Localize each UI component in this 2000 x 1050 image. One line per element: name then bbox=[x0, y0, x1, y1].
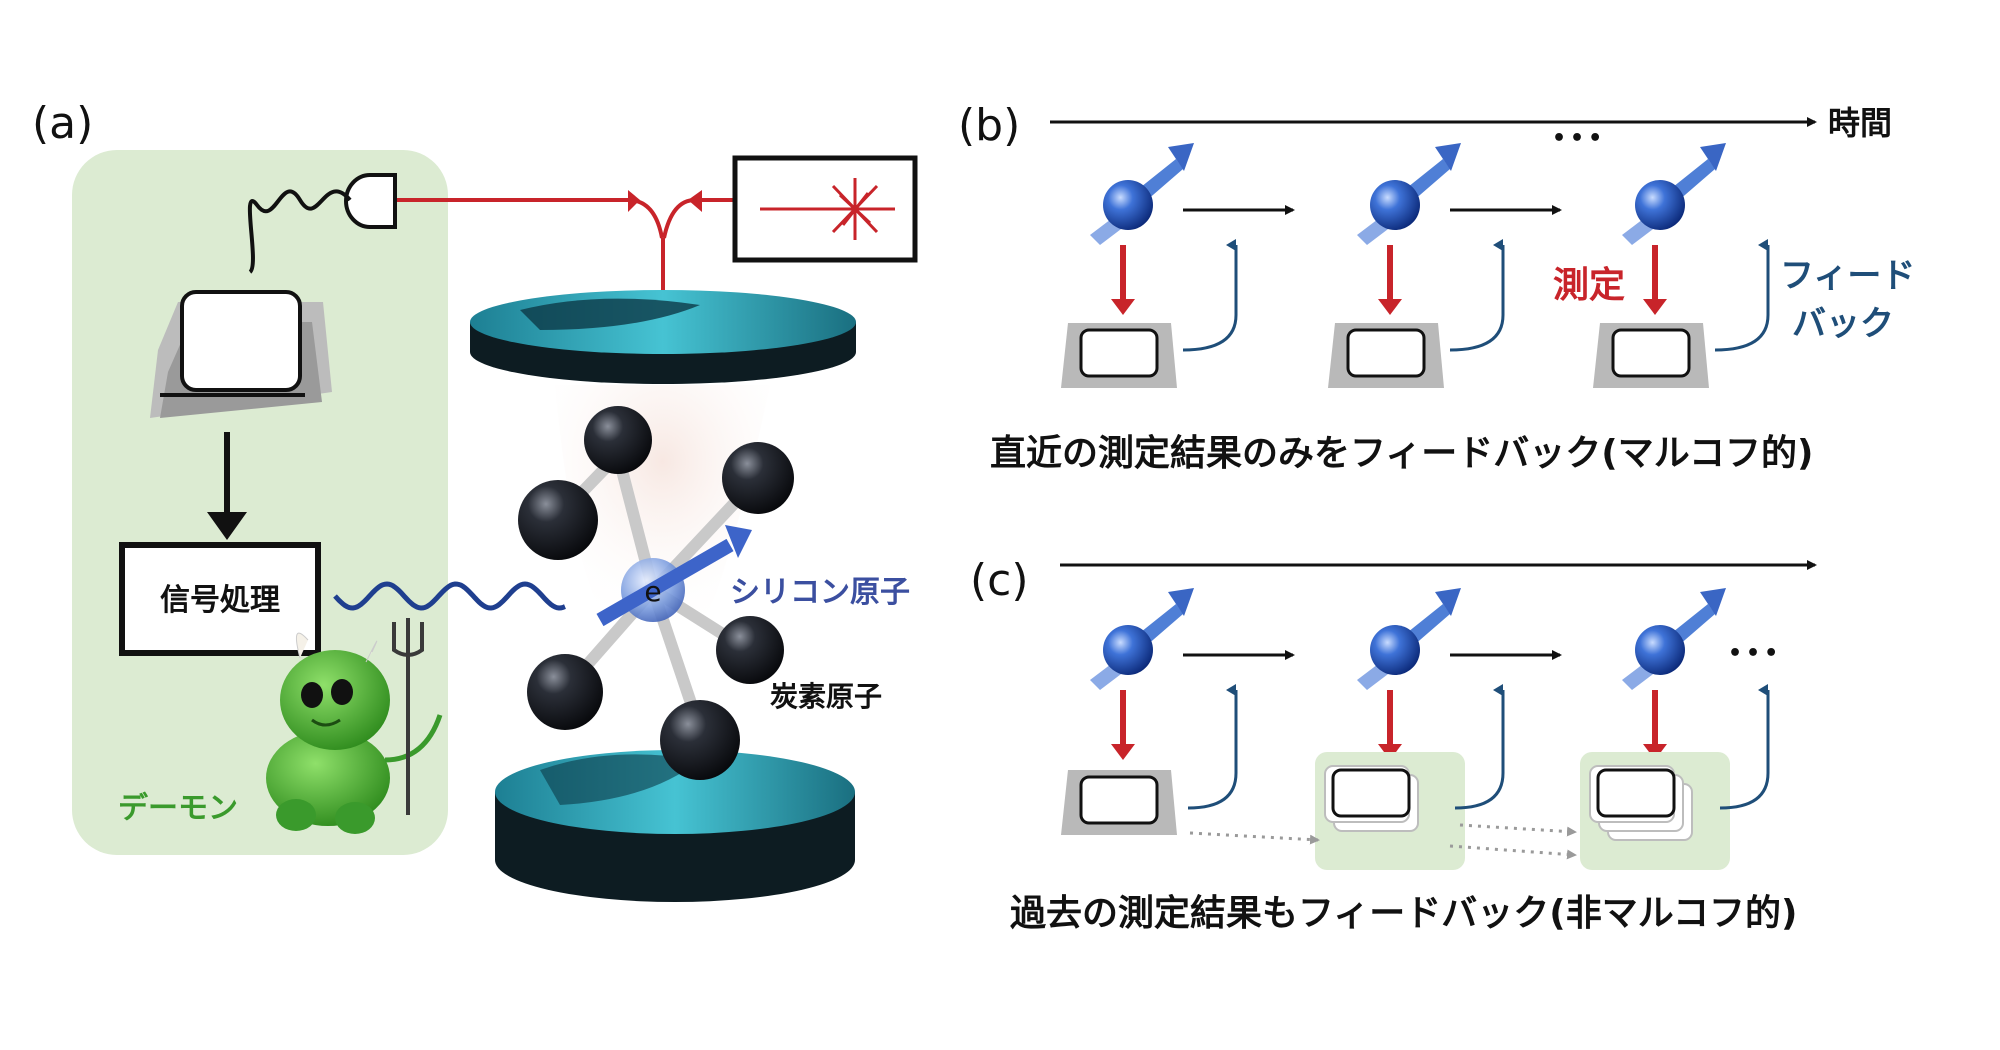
photodetector-icon bbox=[247, 173, 397, 274]
demon-region bbox=[72, 150, 448, 855]
markov-sequence bbox=[1061, 143, 1770, 388]
laser-source-icon bbox=[732, 155, 918, 263]
measure-label: 測定 bbox=[1553, 265, 1625, 306]
silicon-atom: e bbox=[596, 525, 752, 627]
feedback-label-line2: バック bbox=[1792, 304, 1894, 344]
feedback-label-line1: フィード bbox=[1780, 256, 1915, 296]
microwave-wave bbox=[333, 581, 566, 611]
feedback-arrow bbox=[1182, 239, 1238, 352]
caption-b: 直近の測定結果のみをフィードバック(マルコフ的) bbox=[990, 433, 1813, 474]
carbon-atoms bbox=[518, 406, 794, 780]
monitor-icon bbox=[150, 290, 332, 418]
memory-arrow bbox=[1449, 844, 1577, 860]
stacked-measurement-device bbox=[1589, 765, 1693, 841]
silicon-atom-label: シリコン原子 bbox=[730, 575, 910, 610]
signal-processing-label: 信号処理 bbox=[160, 583, 280, 618]
memory-arrow bbox=[1459, 823, 1577, 837]
laser-beam bbox=[395, 190, 735, 308]
measurement-device bbox=[1061, 770, 1177, 835]
feedback-arrow bbox=[1449, 239, 1505, 352]
memory-arrow bbox=[1189, 831, 1320, 845]
measurement-device bbox=[1061, 323, 1177, 388]
measurement-device bbox=[1328, 323, 1444, 388]
feedback-arrow bbox=[1187, 684, 1238, 810]
feedback-arrow bbox=[1719, 684, 1770, 810]
ellipsis-c: ••• bbox=[1728, 641, 1782, 666]
spin-ball-icon bbox=[1090, 143, 1194, 245]
feedback-arrow bbox=[1714, 239, 1770, 352]
panel-c: (c) ••• 過去の測定結果もフィードバック(非マルコフ的) bbox=[970, 555, 1817, 934]
panel-a-letter: (a) bbox=[32, 98, 93, 149]
ellipsis-b: ••• bbox=[1552, 126, 1606, 151]
feedback-arrow bbox=[1454, 684, 1505, 810]
panel-b: (b) 時間 ••• 測定 フィード バック 直近の測定結果のみをフィードバック… bbox=[958, 100, 1915, 474]
electron-label: e bbox=[644, 575, 661, 608]
spin-ball-icon bbox=[1357, 588, 1461, 690]
panel-b-letter: (b) bbox=[958, 100, 1020, 151]
spin-ball-icon bbox=[1090, 588, 1194, 690]
non-markov-sequence bbox=[1061, 588, 1770, 870]
demon-label: デーモン bbox=[118, 791, 238, 826]
signal-processing-box bbox=[119, 542, 321, 656]
spin-ball-icon bbox=[1622, 588, 1726, 690]
panel-a: (a) bbox=[32, 98, 918, 902]
caption-c: 過去の測定結果もフィードバック(非マルコフ的) bbox=[1010, 893, 1797, 934]
time-label: 時間 bbox=[1828, 104, 1892, 142]
top-mirror-disk bbox=[470, 290, 856, 384]
demon-icon bbox=[266, 632, 443, 834]
stacked-measurement-device bbox=[1324, 765, 1419, 832]
bottom-mirror-disk bbox=[495, 750, 855, 902]
trident-icon bbox=[392, 618, 424, 815]
measurement-device bbox=[1593, 323, 1709, 388]
panel-c-letter: (c) bbox=[970, 555, 1029, 606]
spin-ball-icon bbox=[1622, 143, 1726, 245]
carbon-atom-label: 炭素原子 bbox=[770, 680, 882, 713]
spin-ball-icon bbox=[1357, 143, 1461, 245]
